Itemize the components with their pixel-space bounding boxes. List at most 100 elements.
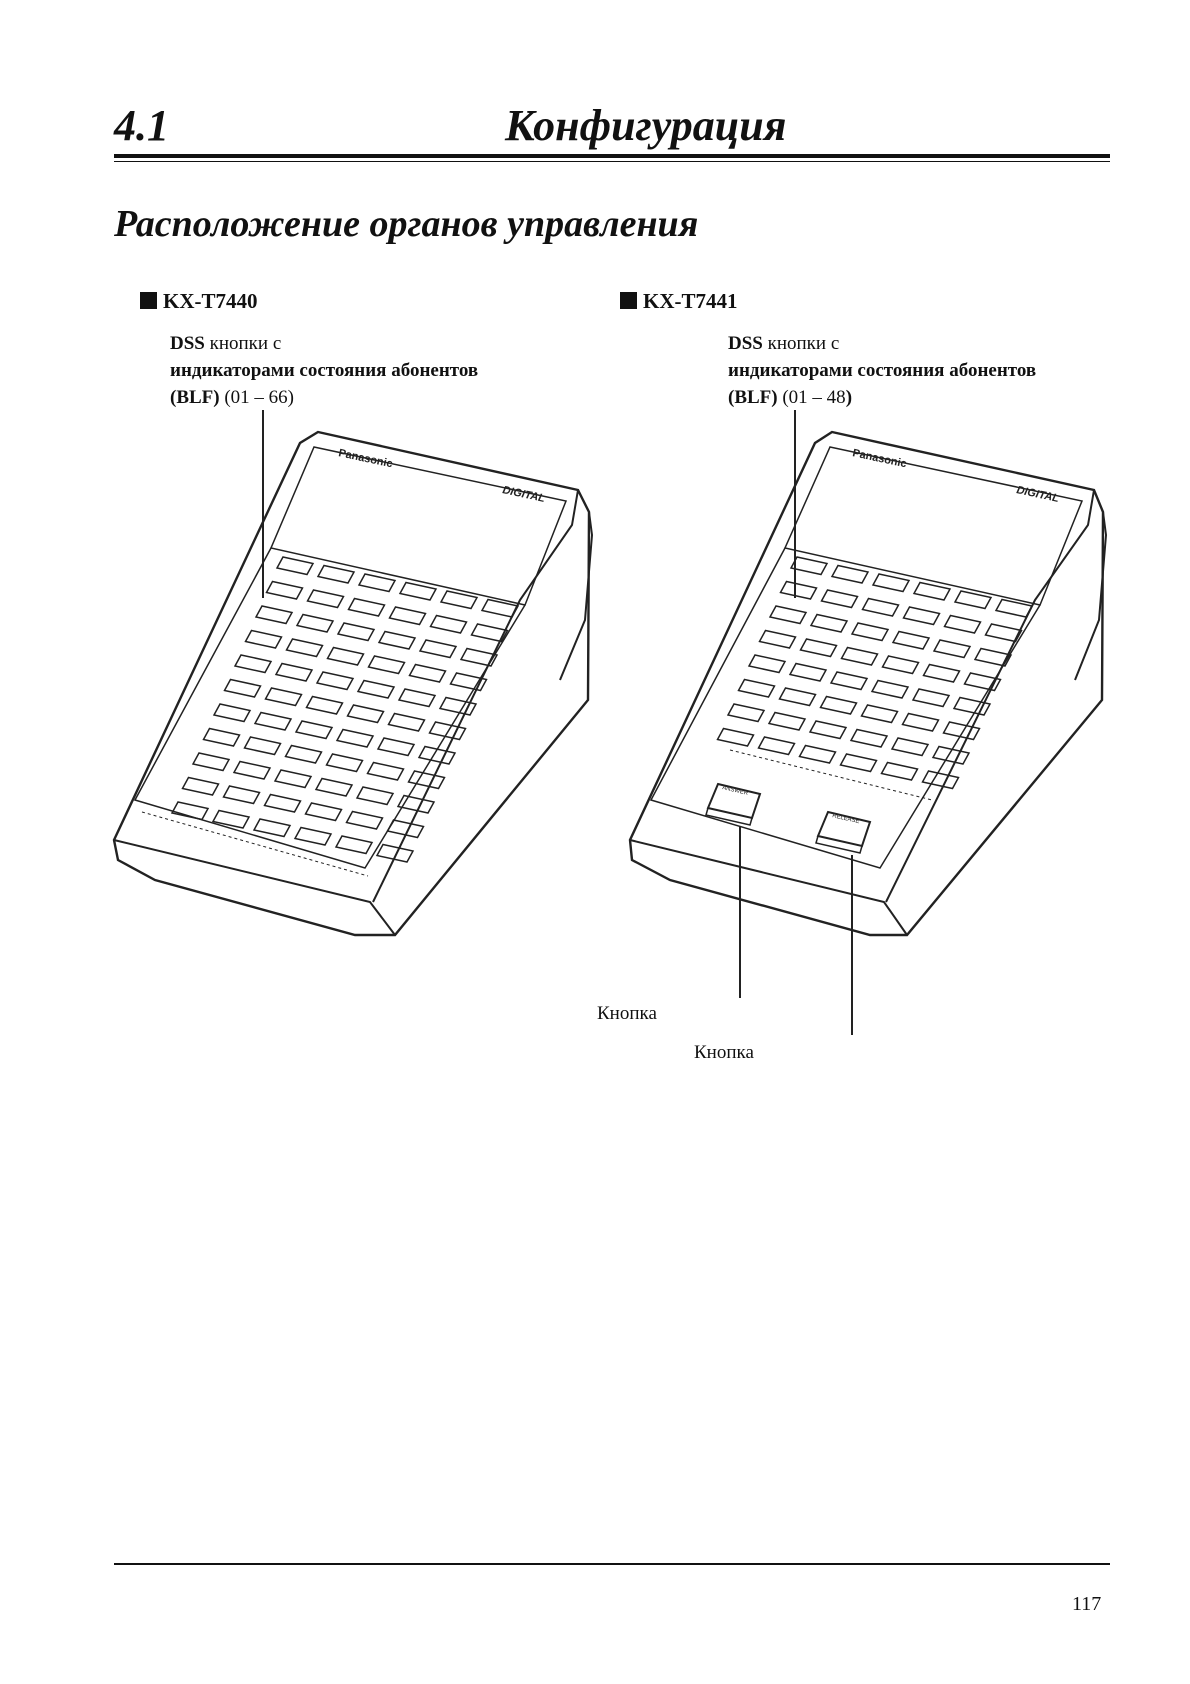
dss-button-grid-right — [716, 556, 1034, 790]
model-name-right: KX-T7441 — [643, 289, 738, 313]
dss-text: кнопки с — [204, 333, 282, 354]
dss-key — [470, 623, 509, 643]
dss-key — [355, 786, 395, 806]
dss-key — [275, 556, 315, 576]
dss-key — [388, 606, 427, 626]
dss-key — [778, 687, 817, 707]
dss-key — [345, 810, 384, 830]
dss-key — [222, 785, 261, 805]
dss-key — [304, 802, 343, 822]
blf-text: индикаторами состояния абонентов — [170, 360, 479, 381]
dss-key — [306, 589, 345, 609]
dss-key — [376, 737, 416, 757]
dss-key — [799, 638, 838, 658]
dss-key — [798, 744, 837, 764]
dss-key — [397, 688, 437, 708]
dss-key — [880, 761, 919, 781]
bullet-square-icon — [140, 292, 157, 309]
dss-key — [716, 727, 755, 747]
dss-key — [346, 704, 385, 724]
blf-text: индикаторами состояния абонентов — [728, 360, 1037, 381]
dss-key — [254, 605, 294, 625]
dss-key — [285, 638, 324, 658]
dss-key — [953, 590, 993, 610]
dss-text: кнопки с — [762, 333, 840, 354]
dss-key — [850, 622, 890, 642]
dss-key — [357, 573, 397, 593]
dss-key — [870, 679, 910, 699]
digital-badge-right: DIGITAL — [1015, 484, 1060, 505]
dss-key — [881, 655, 920, 675]
dss-key — [932, 639, 972, 659]
dss-key — [747, 654, 787, 674]
dss-key — [265, 580, 304, 600]
dss-key — [480, 598, 520, 618]
dss-key — [202, 727, 241, 747]
dss-key — [820, 589, 859, 609]
dss-key — [438, 696, 478, 716]
dss-key — [459, 647, 499, 667]
dss-key — [336, 622, 376, 642]
digital-badge-left: DIGITAL — [501, 484, 546, 505]
dss-key — [449, 672, 488, 692]
dss-key — [253, 711, 293, 731]
dss-key — [758, 629, 797, 649]
dss-key — [861, 597, 900, 617]
dss-key — [931, 745, 971, 765]
dss-key — [243, 736, 282, 756]
dss-key — [387, 712, 426, 732]
dss-label: DSS — [728, 333, 763, 354]
dss-key — [181, 776, 220, 796]
dss-key — [417, 745, 457, 765]
dss-button-grid-left — [170, 556, 520, 863]
dss-key — [386, 819, 425, 839]
dss-key — [860, 704, 899, 724]
dss-key — [922, 663, 961, 683]
blf-label: (BLF) — [728, 387, 778, 408]
dss-key — [768, 605, 808, 625]
dss-key — [849, 728, 889, 748]
dss-key — [407, 770, 446, 790]
dss-key — [408, 663, 447, 683]
dss-key — [191, 752, 231, 772]
dss-key — [984, 623, 1023, 643]
dss-key — [839, 753, 878, 773]
dss-key — [418, 639, 458, 659]
dss-key — [264, 687, 303, 707]
dss-key — [366, 761, 405, 781]
dss-key — [315, 671, 355, 691]
header-rule-thin — [114, 161, 1110, 162]
console-kx-t7441: Panasonic DIGITAL ANSWER RELEASE — [628, 430, 1108, 937]
dss-key — [273, 769, 313, 789]
page-number: 117 — [1072, 1593, 1102, 1615]
dss-key — [293, 826, 333, 846]
dss-label: DSS — [170, 333, 205, 354]
dss-key — [779, 580, 818, 600]
dss-description-right: DSS кнопки с индикаторами состояния абон… — [728, 330, 1036, 411]
dss-key — [819, 695, 858, 715]
dss-key — [325, 753, 364, 773]
dss-key — [347, 597, 386, 617]
dss-key — [375, 843, 415, 863]
dss-key — [789, 556, 829, 576]
callout-button-answer: Кнопка — [597, 1003, 657, 1024]
dss-key — [232, 760, 272, 780]
dss-key — [294, 720, 334, 740]
dss-key — [334, 835, 374, 855]
dss-key — [274, 662, 314, 682]
dss-key — [890, 737, 930, 757]
dss-key — [356, 679, 396, 699]
dss-key — [942, 721, 981, 741]
dss-key — [809, 613, 849, 633]
dss-key — [170, 801, 210, 821]
dss-key — [830, 564, 870, 584]
model-heading-left: KX-T7440 — [140, 289, 258, 314]
dss-key — [398, 581, 438, 601]
blf-range: (01 – 48 — [777, 387, 846, 408]
dss-key — [788, 662, 828, 682]
dss-key — [252, 818, 292, 838]
dss-key — [284, 744, 323, 764]
model-name-left: KX-T7440 — [163, 289, 258, 313]
dss-key — [305, 695, 344, 715]
